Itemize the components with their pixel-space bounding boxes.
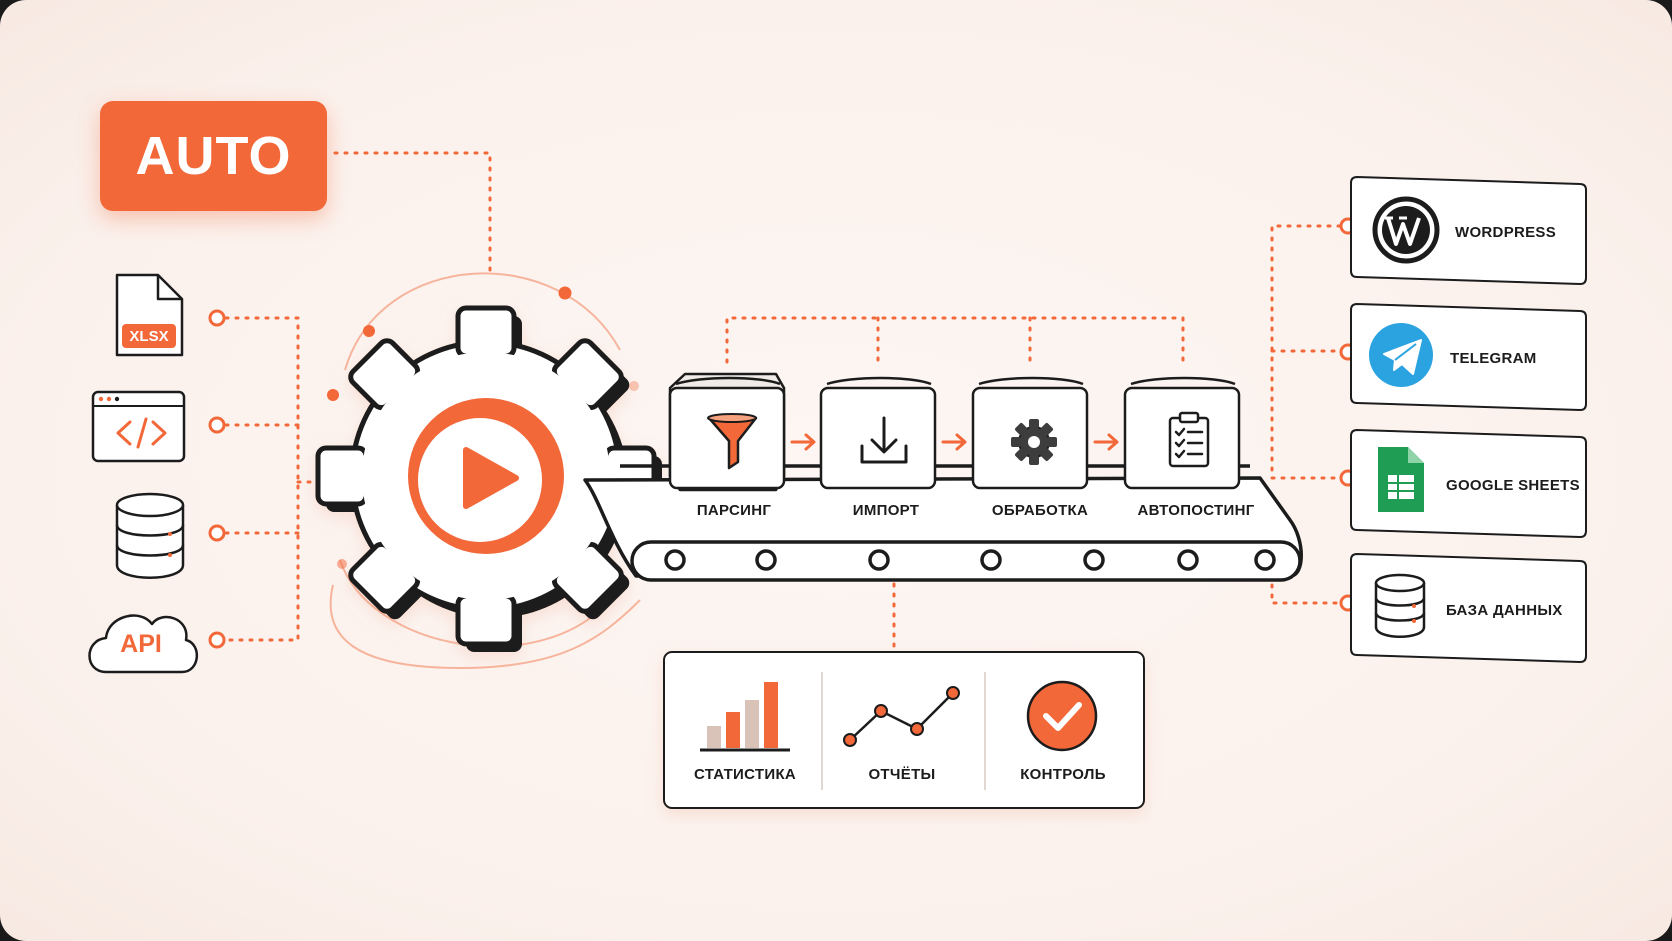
stage-label-autoposting: АВТОПОСТИНГ [1137,502,1255,519]
database-out-icon [1374,573,1426,638]
stage-label-parsing: ПАРСИНГ [696,502,772,519]
orbit-dots [327,286,639,569]
stage-box-import [819,376,937,490]
output-connector-dots [1339,217,1357,612]
analytics-panel [663,651,1145,809]
output-label-telegram: TELEGRAM [1450,350,1537,367]
line-chart-icon [843,686,960,747]
auto-badge: AUTO [100,101,327,211]
cloud-api-icon [88,614,198,674]
conveyor-rollers [664,549,1276,571]
source-connector-dots [208,309,226,649]
code-window-icon [91,390,186,463]
api-label: API [120,630,162,658]
download-icon [860,416,908,464]
connector-lines-right [1270,224,1342,605]
bar-chart-icon [700,682,790,752]
funnel-icon [707,413,758,470]
google-sheets-icon [1378,447,1424,512]
database-icon [115,492,185,579]
analytics-label-reports: ОТЧЁТЫ [868,766,936,783]
output-label-database: БАЗА ДАННЫХ [1446,602,1563,619]
analytics-label-control: КОНТРОЛЬ [1020,766,1106,783]
analytics-label-statistics: СТАТИСТИКА [693,766,797,783]
stage-label-processing: ОБРАБОТКА [991,502,1089,519]
output-label-wordpress: WORDPRESS [1455,224,1557,241]
gear-play-icon [315,305,662,652]
gear-icon [1011,419,1057,465]
xlsx-label: XLSX [122,324,176,348]
stage-top-connector [725,316,1185,364]
output-label-google-sheets: GOOGLE SHEETS [1446,477,1580,494]
stage-arrows [790,433,1119,451]
telegram-icon [1369,323,1433,387]
stage-label-import: ИМПОРТ [852,502,920,519]
check-circle-icon [1026,680,1098,752]
wordpress-icon [1372,196,1440,264]
clipboard-checklist-icon [1168,411,1210,468]
